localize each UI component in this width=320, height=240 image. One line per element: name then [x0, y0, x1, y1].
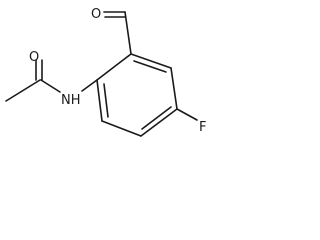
ring-inner-double-c5-c6	[103, 83, 109, 118]
ring-bond-c5-c6	[96, 79, 103, 122]
structure-canvas: O F NH O	[0, 0, 219, 149]
fluorine-label: F	[199, 120, 206, 135]
n-carbonyl-bond	[40, 79, 61, 93]
amide-nitrogen-label: NH	[61, 93, 81, 108]
aldehyde-c-c-bond	[124, 11, 132, 55]
ring-bond-c1-c2	[130, 53, 172, 69]
amide-oxygen-label: O	[29, 50, 39, 65]
ring-bond-c4-c5	[101, 120, 142, 137]
ring-inner-double-c1-c2	[133, 60, 167, 73]
ring-inner-double-c3-c4	[141, 106, 172, 130]
fluoro-group: F	[176, 108, 206, 135]
benzene-ring	[96, 53, 178, 137]
ring-bond-c6-c1	[96, 53, 132, 81]
fluorine-bond	[176, 108, 198, 121]
acetyl-methyl-bond	[5, 79, 41, 102]
aldehyde-group: O	[91, 7, 132, 55]
acetamide-group: NH O	[5, 50, 98, 108]
ring-bond-c2-c3	[170, 67, 178, 110]
ring-bond-c3-c4	[140, 108, 178, 137]
molecule-diagram: O F NH O	[5, 7, 206, 137]
aldehyde-oxygen-label: O	[91, 7, 101, 22]
ring-n-bond	[81, 79, 98, 92]
